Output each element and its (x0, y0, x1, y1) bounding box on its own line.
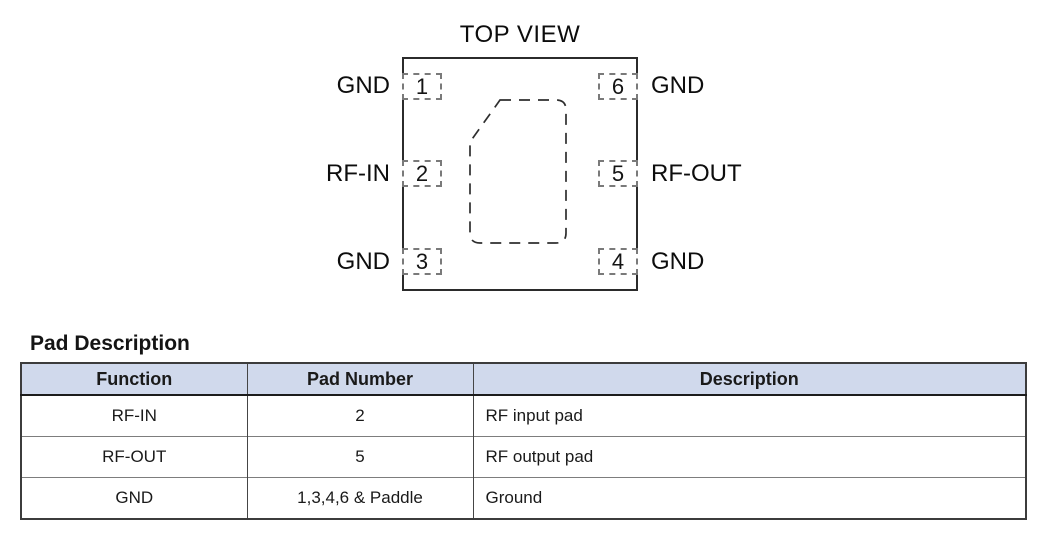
package-outline: 1 2 3 6 5 4 (402, 57, 638, 291)
column-header-description: Description (472, 363, 1027, 396)
column-header-function: Function (20, 363, 248, 396)
pin-label-pad-4: GND (651, 248, 705, 275)
cell-pad-number: 5 (246, 436, 474, 478)
pin-label-pad-1: GND (336, 72, 390, 99)
diagram-title: TOP VIEW (459, 21, 581, 48)
table-heading: Pad Description (30, 332, 190, 355)
pad-6: 6 (598, 73, 638, 100)
pin-label-pad-2: RF-IN (326, 160, 390, 187)
pad-1: 1 (402, 73, 442, 100)
table-row: GND 1,3,4,6 & Paddle Ground (20, 477, 1027, 519)
cell-description: RF input pad (472, 394, 1027, 437)
pad-4-number: 4 (611, 248, 625, 274)
cell-pad-number: 1,3,4,6 & Paddle (246, 477, 474, 519)
table-row: RF-IN 2 RF input pad (20, 394, 1027, 437)
pad-3-number: 3 (415, 248, 429, 274)
pin-label-pad-5: RF-OUT (651, 160, 742, 187)
pad-2: 2 (402, 160, 442, 187)
pad-5-number: 5 (611, 160, 625, 186)
pad-5: 5 (598, 160, 638, 187)
pad-1-number: 1 (415, 73, 429, 99)
cell-function: RF-IN (20, 394, 248, 437)
pad-description-table: Function Pad Number Description RF-IN 2 … (20, 362, 1027, 520)
table-row: RF-OUT 5 RF output pad (20, 436, 1027, 478)
cell-pad-number: 2 (246, 394, 474, 437)
column-header-pad-number: Pad Number (246, 363, 474, 396)
cell-description: Ground (472, 477, 1027, 519)
cell-description: RF output pad (472, 436, 1027, 478)
pad-2-number: 2 (415, 160, 429, 186)
pin-label-pad-3: GND (336, 248, 390, 275)
cell-function: RF-OUT (20, 436, 248, 478)
pad-6-number: 6 (611, 73, 625, 99)
pin-label-pad-6: GND (651, 72, 705, 99)
exposed-paddle-outline (469, 99, 567, 244)
pad-4: 4 (598, 248, 638, 275)
cell-function: GND (20, 477, 248, 519)
table-header-row: Function Pad Number Description (20, 363, 1027, 396)
pad-3: 3 (402, 248, 442, 275)
